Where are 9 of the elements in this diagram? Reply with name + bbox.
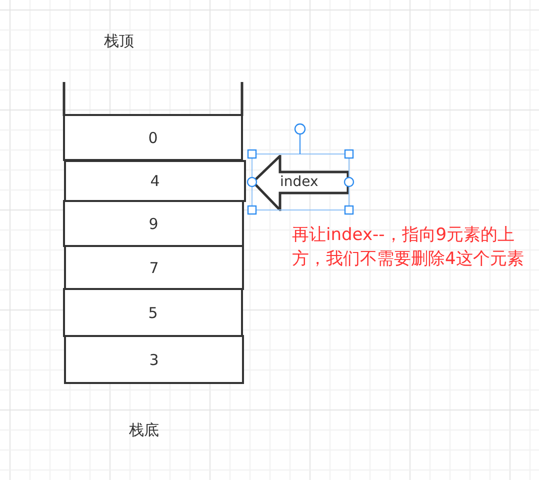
stack-cell: 0: [63, 114, 243, 161]
stack-bottom-label: 栈底: [129, 421, 159, 440]
stack-cell: 4: [64, 160, 246, 202]
stack-cell: 7: [64, 245, 244, 290]
stack-top-label: 栈顶: [104, 32, 134, 51]
note-text: 再让index--，指向9元素的上方，我们不需要删除4这个元素: [292, 224, 525, 271]
stack-cell: 3: [64, 335, 244, 384]
stack-cell: 9: [63, 200, 244, 247]
stack-cell: 5: [63, 288, 243, 337]
